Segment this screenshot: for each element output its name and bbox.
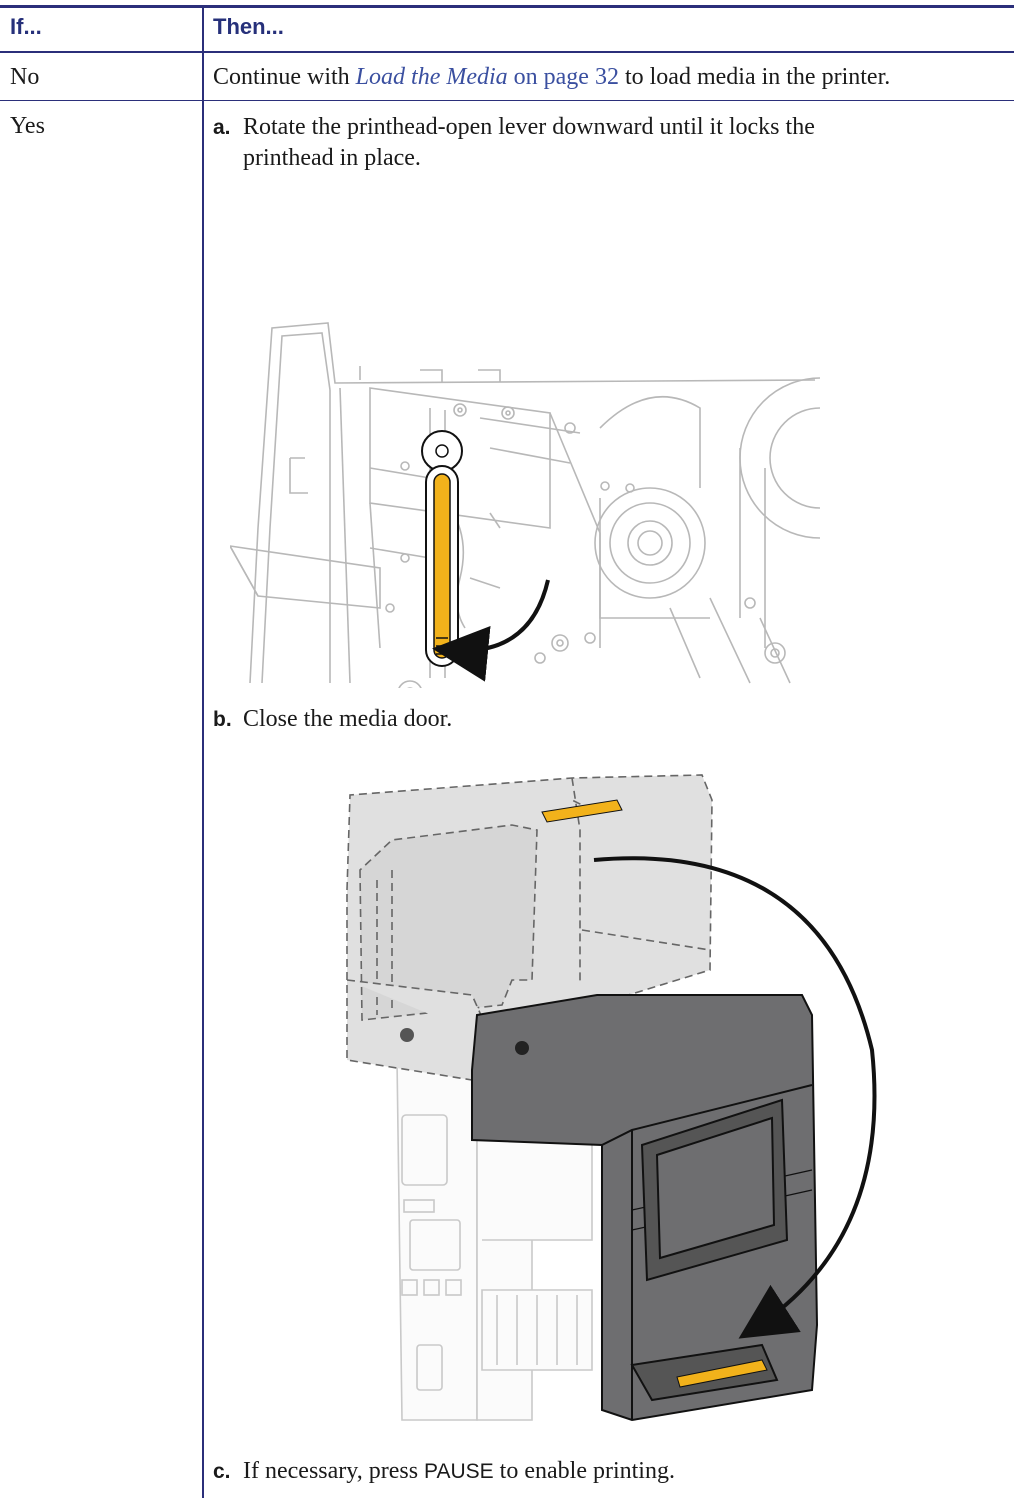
header-bottom-rule — [0, 51, 1014, 53]
action-text-pre: Continue with — [213, 64, 356, 90]
row-no-action: Continue with Load the Media on page 32 … — [213, 64, 890, 91]
step-b-text: Close the media door. — [243, 706, 453, 732]
action-text-post: to load media in the printer. — [618, 64, 891, 90]
step-c-letter: c. — [213, 1460, 231, 1483]
header-then: Then... — [213, 14, 284, 39]
row-no-condition: No — [10, 64, 40, 90]
printhead-lever-illustration — [230, 322, 820, 688]
step-c: c. If necessary, press PAUSE to enable pr… — [213, 1456, 675, 1487]
header-if: If... — [10, 14, 42, 39]
column-divider — [202, 5, 204, 1498]
step-c-pre: If necessary, press — [243, 1458, 425, 1484]
step-a-letter: a. — [213, 116, 231, 139]
table-top-rule — [0, 5, 1014, 8]
load-media-link[interactable]: Load the Media — [355, 64, 508, 90]
step-a: a. Rotate the printhead-open lever downwa… — [213, 112, 815, 173]
step-b-letter: b. — [213, 708, 232, 731]
media-door-illustration — [346, 774, 877, 1422]
pause-key-label: PAUSE — [424, 1460, 494, 1483]
step-b: b. Close the media door. — [213, 704, 452, 735]
row-no-bottom-rule — [0, 100, 1014, 101]
step-a-line2: printhead in place. — [243, 145, 421, 171]
step-a-line1: Rotate the printhead-open lever downward… — [243, 114, 815, 140]
page-ref-link[interactable]: on page 32 — [507, 64, 619, 90]
step-c-post: to enable printing. — [493, 1458, 675, 1484]
row-yes-condition: Yes — [10, 113, 45, 139]
